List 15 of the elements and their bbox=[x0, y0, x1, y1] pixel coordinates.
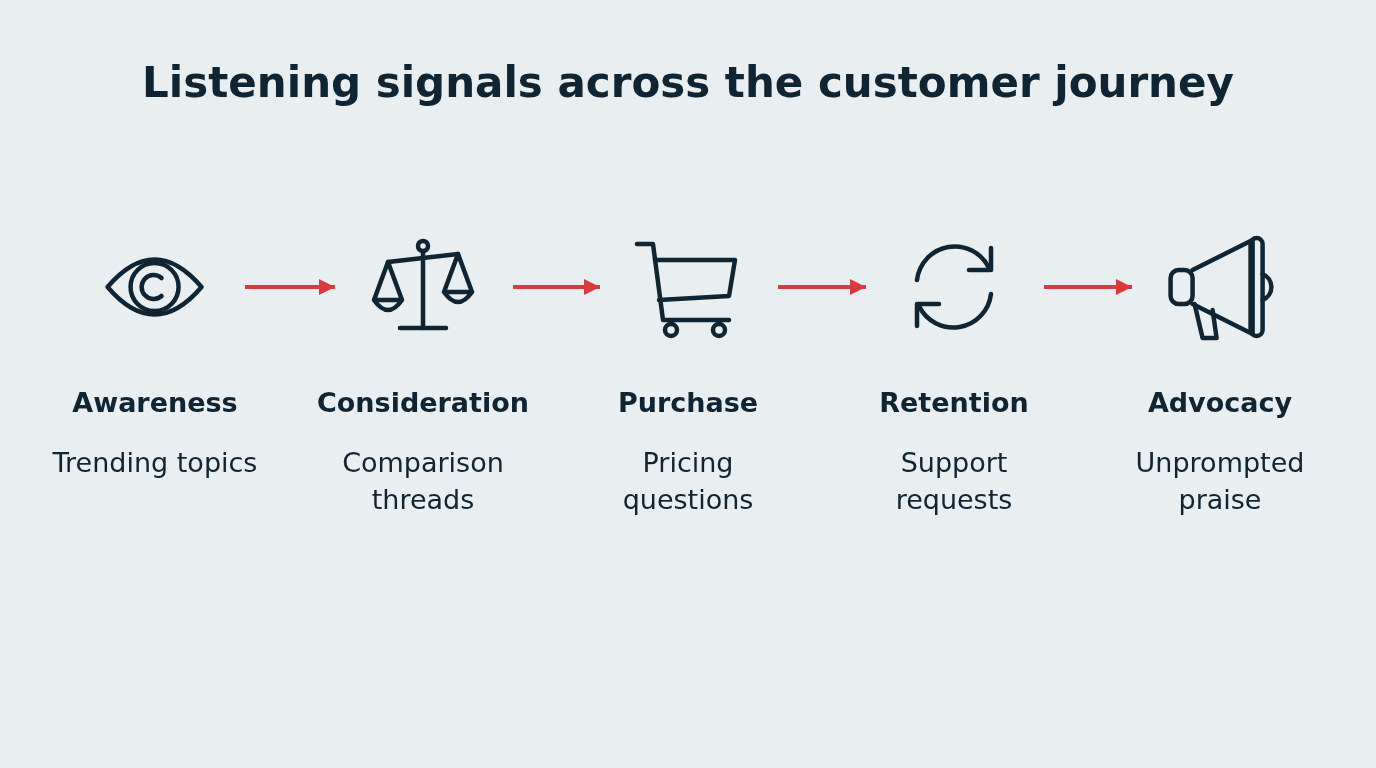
arrow bbox=[778, 279, 866, 295]
stage-name: Awareness bbox=[72, 387, 238, 418]
stage-description: Support requests bbox=[894, 446, 1014, 517]
stage-description: Trending topics bbox=[52, 446, 258, 480]
arrow bbox=[1044, 279, 1132, 295]
title: Listening signals across the customer journey bbox=[141, 58, 1235, 107]
stage-name: Advocacy bbox=[1147, 387, 1293, 418]
stage-name: Purchase bbox=[617, 387, 759, 418]
stage-name: Retention bbox=[879, 387, 1029, 418]
stage-name: Consideration bbox=[317, 387, 529, 418]
arrow bbox=[245, 279, 335, 295]
stage-description: Unprompted praise bbox=[1135, 446, 1305, 517]
arrow bbox=[513, 279, 600, 295]
stage-description: Pricing questions bbox=[621, 446, 755, 517]
stage-description: Comparison threads bbox=[341, 446, 505, 517]
